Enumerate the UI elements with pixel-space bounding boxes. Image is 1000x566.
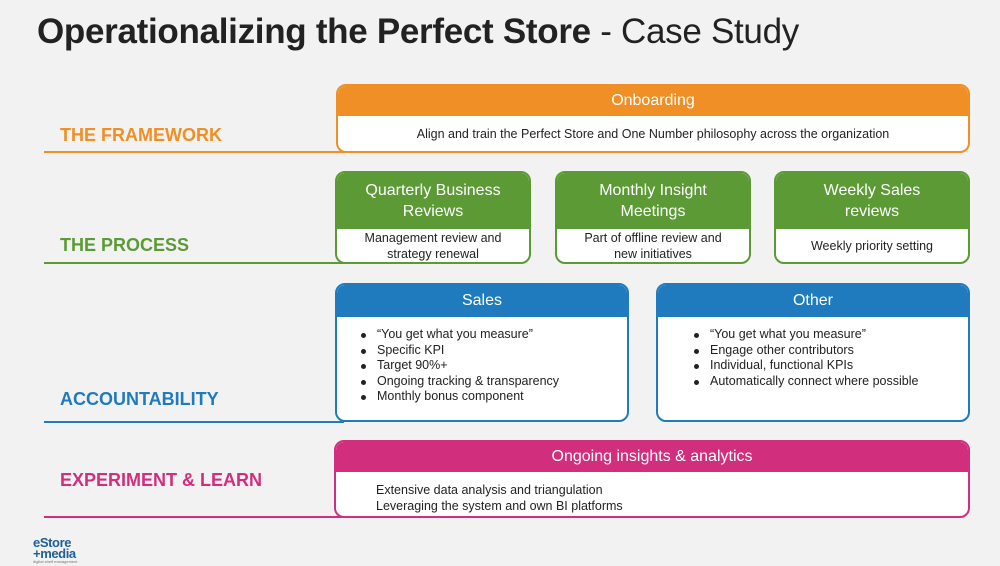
sales-header: Sales [337, 285, 627, 317]
list-item: “You get what you measure” [692, 327, 968, 343]
insights-header: Ongoing insights & analytics [336, 442, 968, 472]
quarterly-header: Quarterly Business Reviews [337, 173, 529, 229]
sales-box: Sales “You get what you measure” Specifi… [335, 283, 629, 422]
onboarding-header: Onboarding [338, 86, 968, 116]
quarterly-header-line2: Reviews [402, 203, 464, 220]
list-item: “You get what you measure” [359, 327, 627, 343]
logo-tagline: digital shelf management [33, 559, 78, 564]
monthly-insight-meetings-box: Monthly Insight Meetings Part of offline… [555, 171, 751, 264]
quarterly-body: Management review and strategy renewal [337, 229, 529, 262]
quarterly-body-line1: Management review and [364, 230, 502, 245]
sales-body: “You get what you measure” Specific KPI … [337, 317, 627, 405]
list-item: Individual, functional KPIs [692, 358, 968, 374]
list-item: Engage other contributors [692, 343, 968, 359]
other-bullet-list: “You get what you measure” Engage other … [692, 327, 968, 389]
process-label: THE PROCESS [60, 235, 190, 255]
list-item: Specific KPI [359, 343, 627, 359]
page-title: Operationalizing the Perfect Store - Cas… [37, 12, 799, 52]
insights-analytics-box: Ongoing insights & analytics Extensive d… [334, 440, 970, 518]
other-body: “You get what you measure” Engage other … [658, 317, 968, 389]
framework-label: THE FRAMEWORK [60, 125, 222, 145]
other-box: Other “You get what you measure” Engage … [656, 283, 970, 422]
experiment-label: EXPERIMENT & LEARN [60, 470, 263, 490]
list-item: Target 90%+ [359, 358, 627, 374]
process-rule [44, 262, 344, 264]
quarterly-business-reviews-box: Quarterly Business Reviews Management re… [335, 171, 531, 264]
logo-line1: eStore [33, 535, 72, 550]
weekly-sales-reviews-box: Weekly Sales reviews Weekly priority set… [774, 171, 970, 264]
logo-line2: +media [33, 546, 76, 561]
monthly-header-line2: Meetings [620, 203, 686, 220]
accountability-rule [44, 421, 344, 423]
insights-line2: Leveraging the system and own BI platfor… [376, 499, 623, 513]
monthly-body-line1: Part of offline review and [584, 230, 722, 245]
list-item: Automatically connect where possible [692, 374, 968, 390]
title-rest: - Case Study [590, 12, 799, 51]
monthly-body: Part of offline review and new initiativ… [557, 229, 749, 262]
weekly-header-line2: reviews [844, 203, 900, 220]
monthly-body-line2: new initiatives [614, 246, 692, 261]
monthly-header-line1: Monthly Insight [599, 182, 707, 199]
title-bold: Operationalizing the Perfect Store [37, 12, 591, 51]
accountability-label: ACCOUNTABILITY [60, 389, 219, 409]
quarterly-body-line2: strategy renewal [387, 246, 479, 261]
insights-line1: Extensive data analysis and triangulatio… [376, 483, 603, 497]
insights-body: Extensive data analysis and triangulatio… [336, 472, 968, 514]
other-header: Other [658, 285, 968, 317]
onboarding-body: Align and train the Perfect Store and On… [416, 126, 890, 141]
weekly-body: Weekly priority setting [810, 238, 934, 253]
weekly-header-line1: Weekly Sales [823, 182, 921, 199]
list-item: Monthly bonus component [359, 389, 627, 405]
monthly-header: Monthly Insight Meetings [557, 173, 749, 229]
onboarding-box: Onboarding Align and train the Perfect S… [336, 84, 970, 153]
sales-bullet-list: “You get what you measure” Specific KPI … [359, 327, 627, 405]
framework-rule [44, 151, 344, 153]
experiment-rule [44, 516, 344, 518]
estore-media-logo: eStore +media digital shelf management [33, 535, 78, 564]
list-item: Ongoing tracking & transparency [359, 374, 627, 390]
weekly-header: Weekly Sales reviews [776, 173, 968, 229]
quarterly-header-line1: Quarterly Business [365, 182, 501, 199]
